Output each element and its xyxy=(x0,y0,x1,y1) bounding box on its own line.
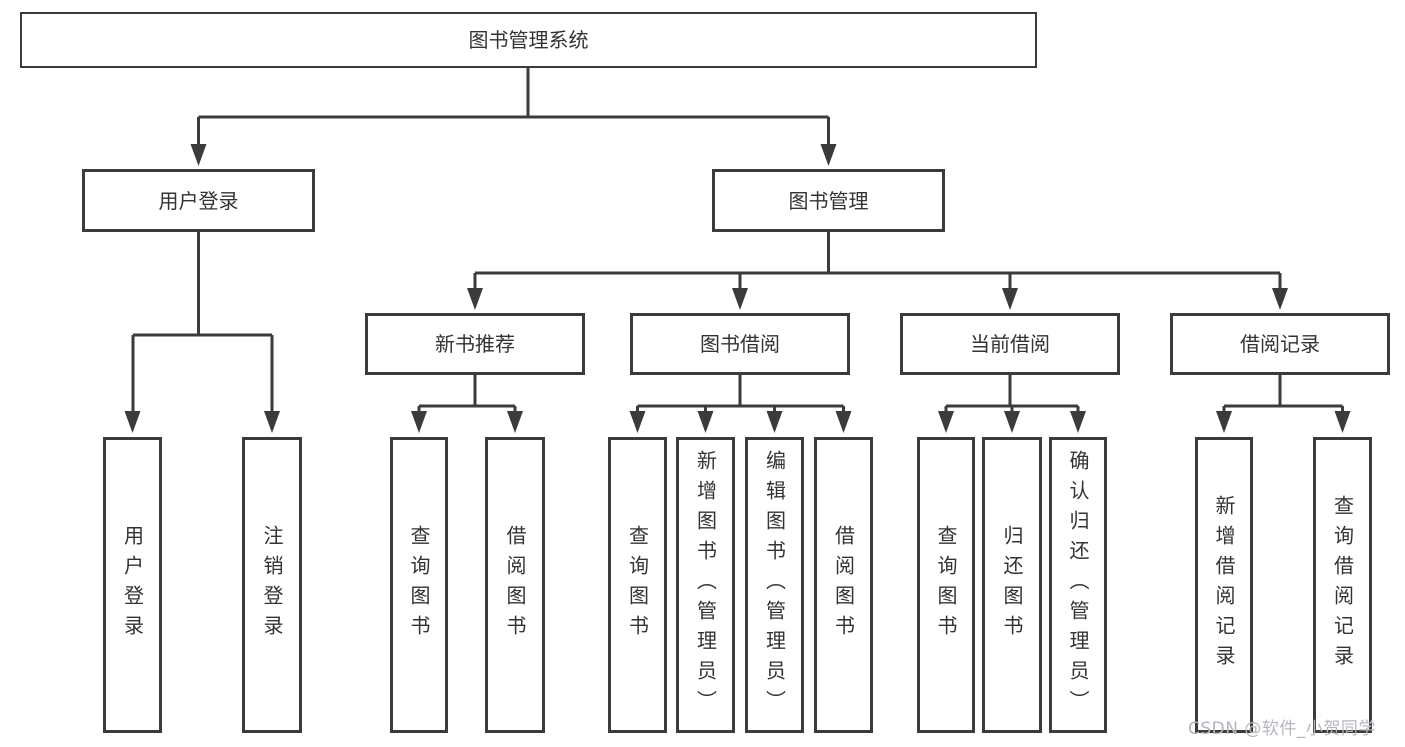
leaf-add-borrow-record: 新增借阅记录 xyxy=(1195,437,1253,733)
leaf-confirm-return-admin-label: 确认归还（管理员） xyxy=(1066,450,1090,720)
leaf-query-borrow-record-label: 查询借阅记录 xyxy=(1330,495,1355,675)
arrow-down-icon xyxy=(1216,411,1232,433)
leaf-query-books-borrow-label: 查询图书 xyxy=(625,525,650,645)
arrow-down-icon xyxy=(1004,411,1020,433)
leaf-edit-books-admin: 编辑图书（管理员） xyxy=(745,437,804,733)
node-book-borrow-label: 图书借阅 xyxy=(700,332,780,356)
node-new-book-recommend: 新书推荐 xyxy=(365,313,585,375)
node-borrow-records-label: 借阅记录 xyxy=(1240,332,1320,356)
arrow-down-icon xyxy=(835,411,852,433)
leaf-edit-books-admin-label: 编辑图书（管理员） xyxy=(762,450,787,720)
arrow-down-icon xyxy=(411,411,427,433)
arrow-down-icon xyxy=(190,144,207,166)
leaf-return-books: 归还图书 xyxy=(982,437,1042,733)
node-root: 图书管理系统 xyxy=(20,12,1037,68)
arrow-down-icon xyxy=(1002,288,1018,310)
arrow-down-icon xyxy=(1334,411,1351,433)
arrow-down-icon xyxy=(697,411,714,433)
leaf-borrow-books-recommend: 借阅图书 xyxy=(485,437,545,733)
leaf-user-login: 用户登录 xyxy=(103,437,162,733)
node-new-book-recommend-label: 新书推荐 xyxy=(435,332,515,356)
node-current-borrow-label: 当前借阅 xyxy=(970,332,1050,356)
leaf-borrow-books: 借阅图书 xyxy=(814,437,873,733)
arrow-down-icon xyxy=(264,411,280,433)
arrow-down-icon xyxy=(124,411,141,433)
leaf-user-login-label: 用户登录 xyxy=(120,525,145,645)
leaf-logout: 注销登录 xyxy=(242,437,302,733)
arrow-down-icon xyxy=(507,411,523,433)
leaf-add-borrow-record-label: 新增借阅记录 xyxy=(1212,495,1236,675)
leaf-query-books-borrow: 查询图书 xyxy=(608,437,667,733)
leaf-borrow-books-recommend-label: 借阅图书 xyxy=(503,525,527,645)
node-user-login: 用户登录 xyxy=(82,169,315,232)
node-borrow-records: 借阅记录 xyxy=(1170,313,1390,375)
leaf-add-books-admin: 新增图书（管理员） xyxy=(676,437,735,733)
leaf-query-borrow-record: 查询借阅记录 xyxy=(1313,437,1372,733)
node-book-management: 图书管理 xyxy=(712,169,945,232)
arrow-down-icon xyxy=(820,144,837,166)
node-root-label: 图书管理系统 xyxy=(468,28,589,52)
arrow-down-icon xyxy=(1272,288,1288,310)
watermark: CSDN @软件_小贺同学 xyxy=(1188,719,1376,739)
leaf-query-books-current: 查询图书 xyxy=(917,437,975,733)
leaf-confirm-return-admin: 确认归还（管理员） xyxy=(1049,437,1107,733)
arrow-down-icon xyxy=(766,411,783,433)
arrow-down-icon xyxy=(938,411,954,433)
node-book-borrow: 图书借阅 xyxy=(630,313,850,375)
node-current-borrow: 当前借阅 xyxy=(900,313,1120,375)
leaf-query-books-recommend: 查询图书 xyxy=(390,437,448,733)
node-book-management-label: 图书管理 xyxy=(788,188,869,213)
leaf-add-books-admin-label: 新增图书（管理员） xyxy=(693,450,718,720)
arrow-down-icon xyxy=(1070,411,1086,433)
leaf-return-books-label: 归还图书 xyxy=(1000,525,1024,645)
arrow-down-icon xyxy=(732,288,748,310)
leaf-query-books-recommend-label: 查询图书 xyxy=(407,525,431,645)
node-user-login-label: 用户登录 xyxy=(158,188,239,213)
leaf-borrow-books-label: 借阅图书 xyxy=(831,525,856,645)
leaf-query-books-current-label: 查询图书 xyxy=(934,525,958,645)
leaf-logout-label: 注销登录 xyxy=(260,525,284,645)
arrow-down-icon xyxy=(629,411,646,433)
arrow-down-icon xyxy=(467,288,483,310)
